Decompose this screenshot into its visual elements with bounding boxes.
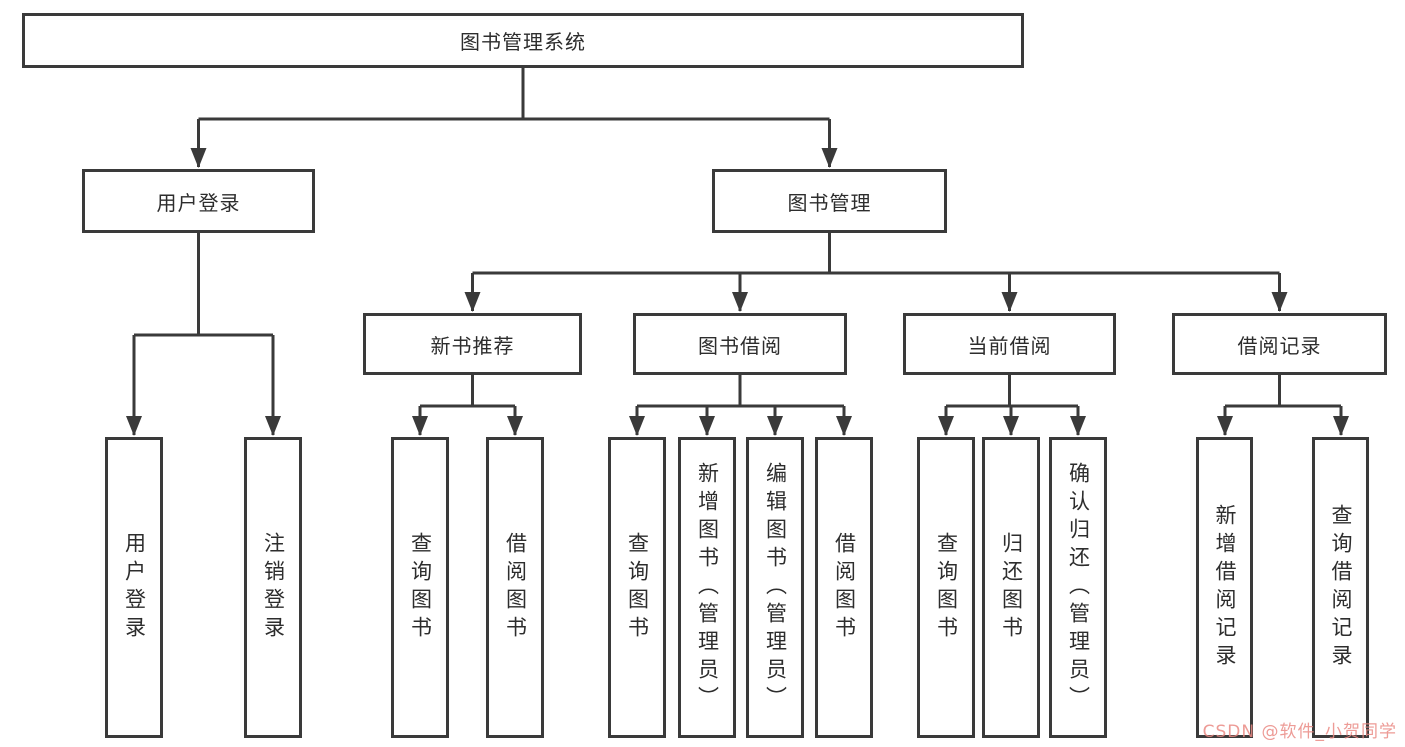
csdn-watermark: CSDN @软件_小贺同学 [1202,722,1397,742]
node-library-system: 图书管理系统 [22,13,1024,68]
leaf-query-books-current: 查询图书 [917,437,975,738]
node-book-borrowing: 图书借阅 [633,313,847,375]
leaf-borrow-books-borrowing: 借阅图书 [815,437,873,738]
leaf-query-borrow-record: 查询借阅记录 [1312,437,1369,738]
leaf-confirm-return-admin: 确认归还（管理员） [1049,437,1107,738]
leaf-add-books-admin: 新增图书（管理员） [678,437,736,738]
node-book-management: 图书管理 [712,169,947,233]
node-user-login-branch: 用户登录 [82,169,315,233]
leaf-query-books-borrowing: 查询图书 [608,437,666,738]
leaf-add-borrow-record: 新增借阅记录 [1196,437,1253,738]
leaf-query-books-recommend: 查询图书 [391,437,449,738]
node-current-borrowing: 当前借阅 [903,313,1116,375]
leaf-edit-books-admin: 编辑图书（管理员） [746,437,804,738]
leaf-user-login: 用户登录 [105,437,163,738]
tree-arrows [126,119,1349,436]
node-borrowing-records: 借阅记录 [1172,313,1387,375]
tree-rails [134,68,1341,408]
node-new-book-recommend: 新书推荐 [363,313,582,375]
leaf-borrow-books-recommend: 借阅图书 [486,437,544,738]
leaf-logout: 注销登录 [244,437,302,738]
leaf-return-books: 归还图书 [982,437,1040,738]
